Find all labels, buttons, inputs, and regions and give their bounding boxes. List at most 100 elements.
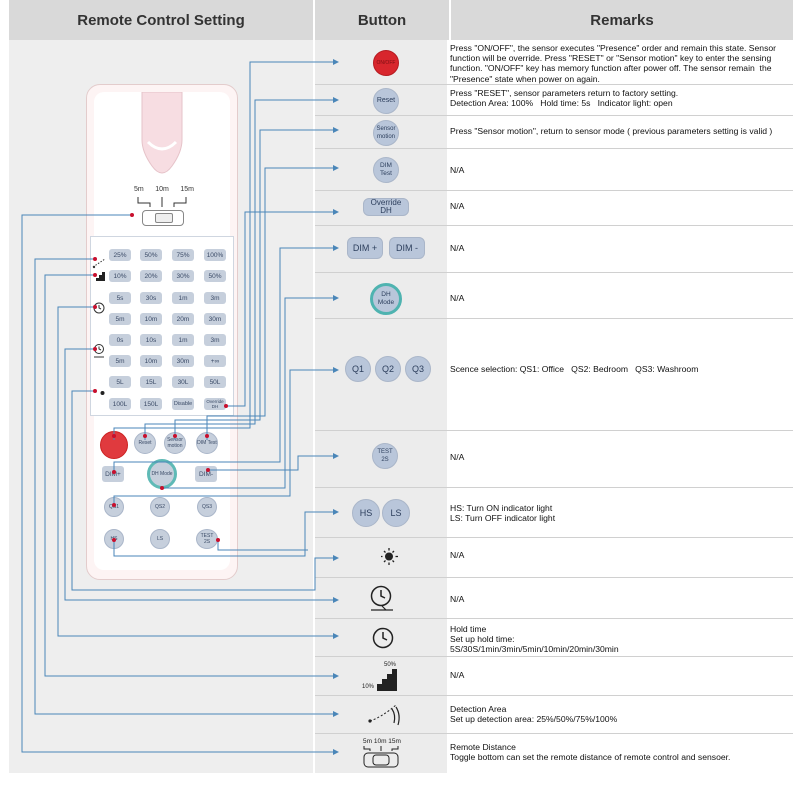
remark-dh-mode: N/A [450, 293, 465, 303]
detection-area-icon [368, 704, 400, 726]
distance-toggle-icon [363, 746, 399, 768]
distance-tick-marks [137, 197, 187, 207]
distance-label-10m: 10m [155, 186, 169, 193]
keypad-key[interactable]: 30m [204, 313, 226, 325]
keypad-key[interactable]: 50L [204, 376, 226, 388]
distance-label-15m: 15m [180, 186, 194, 193]
keypad-key[interactable]: 0s [109, 334, 131, 346]
remark-override-dh: N/A [450, 201, 465, 211]
remarks-column [447, 40, 793, 773]
keypad-key[interactable]: 10m [140, 313, 162, 325]
keypad-key[interactable]: 50% [204, 270, 226, 282]
header-button: Button [315, 0, 449, 40]
keypad-key[interactable]: 5m [109, 313, 131, 325]
dim-level-icon [93, 272, 105, 281]
dim-minus-button[interactable]: DIM - [389, 237, 425, 259]
remark-sensor-motion: Press "Sensor motion", return to sensor … [450, 126, 773, 136]
keypad-key[interactable]: Override DH [204, 398, 226, 410]
keypad-key[interactable]: 75% [172, 249, 194, 261]
standby-time-icon [370, 585, 393, 611]
remark-reset: Press "RESET", sensor parameters return … [450, 88, 679, 109]
dim-level-icon [375, 669, 397, 691]
header-remote-control-setting: Remote Control Setting [9, 0, 313, 40]
keypad-key[interactable]: 100L [109, 398, 131, 410]
keypad-key[interactable]: 50% [140, 249, 162, 261]
keypad-key[interactable]: 15L [140, 376, 162, 388]
remote-ls-button[interactable]: LS [150, 529, 170, 549]
keypad-key[interactable]: 10m [140, 355, 162, 367]
keypad-key[interactable]: 10% [109, 270, 131, 282]
row-divider [315, 225, 793, 226]
test-2s-button[interactable]: TEST 2S [372, 443, 398, 469]
dim-test-button[interactable]: DIM Test [373, 157, 399, 183]
daylight-icon [368, 547, 398, 566]
remote-dh-mode-button[interactable]: DH Mode [147, 459, 177, 489]
distance-label-5m: 5m [134, 186, 144, 193]
remote-qs2-button[interactable]: QS2 [150, 497, 170, 517]
row-divider [315, 148, 793, 149]
dim-plus-button[interactable]: DIM + [347, 237, 383, 259]
remark-dim-level: N/A [450, 670, 465, 680]
keypad-key[interactable]: 30s [140, 292, 162, 304]
header-remarks: Remarks [451, 0, 793, 40]
keypad-key[interactable]: 30% [172, 270, 194, 282]
keypad-key[interactable]: 3m [204, 334, 226, 346]
keypad-key[interactable]: Disable [172, 398, 194, 410]
remote-dim-plus-button[interactable]: DIM+ [102, 466, 124, 482]
row-divider [315, 115, 793, 116]
remote-test-2s-button[interactable]: TEST 2S [196, 529, 218, 549]
row-divider [315, 733, 793, 734]
keypad-key[interactable]: 30m [172, 355, 194, 367]
remote-qs3-button[interactable]: QS3 [197, 497, 217, 517]
keypad-key[interactable]: 3m [204, 292, 226, 304]
keypad-key[interactable]: 5s [109, 292, 131, 304]
remark-scene-selection: Scence selection: QS1: Office QS2: Bedro… [450, 364, 699, 374]
daylight-icon [94, 389, 105, 397]
sensor-motion-button[interactable]: Sensor motion [373, 120, 399, 146]
hold-time-icon [372, 627, 394, 649]
ls-button[interactable]: LS [382, 499, 410, 527]
hs-button[interactable]: HS [352, 499, 380, 527]
row-divider [315, 577, 793, 578]
remark-daylight: N/A [450, 550, 465, 560]
keypad-key[interactable]: 100% [204, 249, 226, 261]
keypad-key[interactable]: 150L [140, 398, 162, 410]
row-divider [315, 656, 793, 657]
remark-test-2s: N/A [450, 452, 465, 462]
keypad-key[interactable]: 30L [172, 376, 194, 388]
on-off-button[interactable]: ON/OFF [373, 50, 399, 76]
override-dh-button[interactable]: Override DH [363, 198, 409, 216]
keypad-key[interactable]: 25% [109, 249, 131, 261]
keypad-key[interactable]: 10s [140, 334, 162, 346]
keypad-key[interactable]: 20m [172, 313, 194, 325]
row-divider [315, 272, 793, 273]
keypad-key[interactable]: +∞ [204, 355, 226, 367]
keypad-key[interactable]: 5L [109, 376, 131, 388]
remote-on-off-button[interactable] [100, 431, 128, 459]
q1-button[interactable]: Q1 [345, 356, 371, 382]
reset-button[interactable]: Reset [373, 88, 399, 114]
row-divider [315, 318, 793, 319]
dim-level-10-label: 10% [362, 684, 375, 690]
keypad-key[interactable]: 1m [172, 334, 194, 346]
remark-standby-time: N/A [450, 594, 465, 604]
distance-toggle-switch[interactable] [142, 210, 184, 226]
keypad-key[interactable]: 20% [140, 270, 162, 282]
q2-button[interactable]: Q2 [375, 356, 401, 382]
keypad-key[interactable]: 5m [109, 355, 131, 367]
q3-button[interactable]: Q3 [405, 356, 431, 382]
detection-area-icon [92, 258, 106, 269]
remark-dim: N/A [450, 243, 465, 253]
row-divider [315, 618, 793, 619]
row-divider [315, 695, 793, 696]
ir-lens-icon [141, 92, 183, 174]
keypad-key[interactable]: 1m [172, 292, 194, 304]
row-divider [315, 537, 793, 538]
row-divider [315, 190, 793, 191]
dh-mode-button[interactable]: DH Mode [370, 283, 402, 315]
